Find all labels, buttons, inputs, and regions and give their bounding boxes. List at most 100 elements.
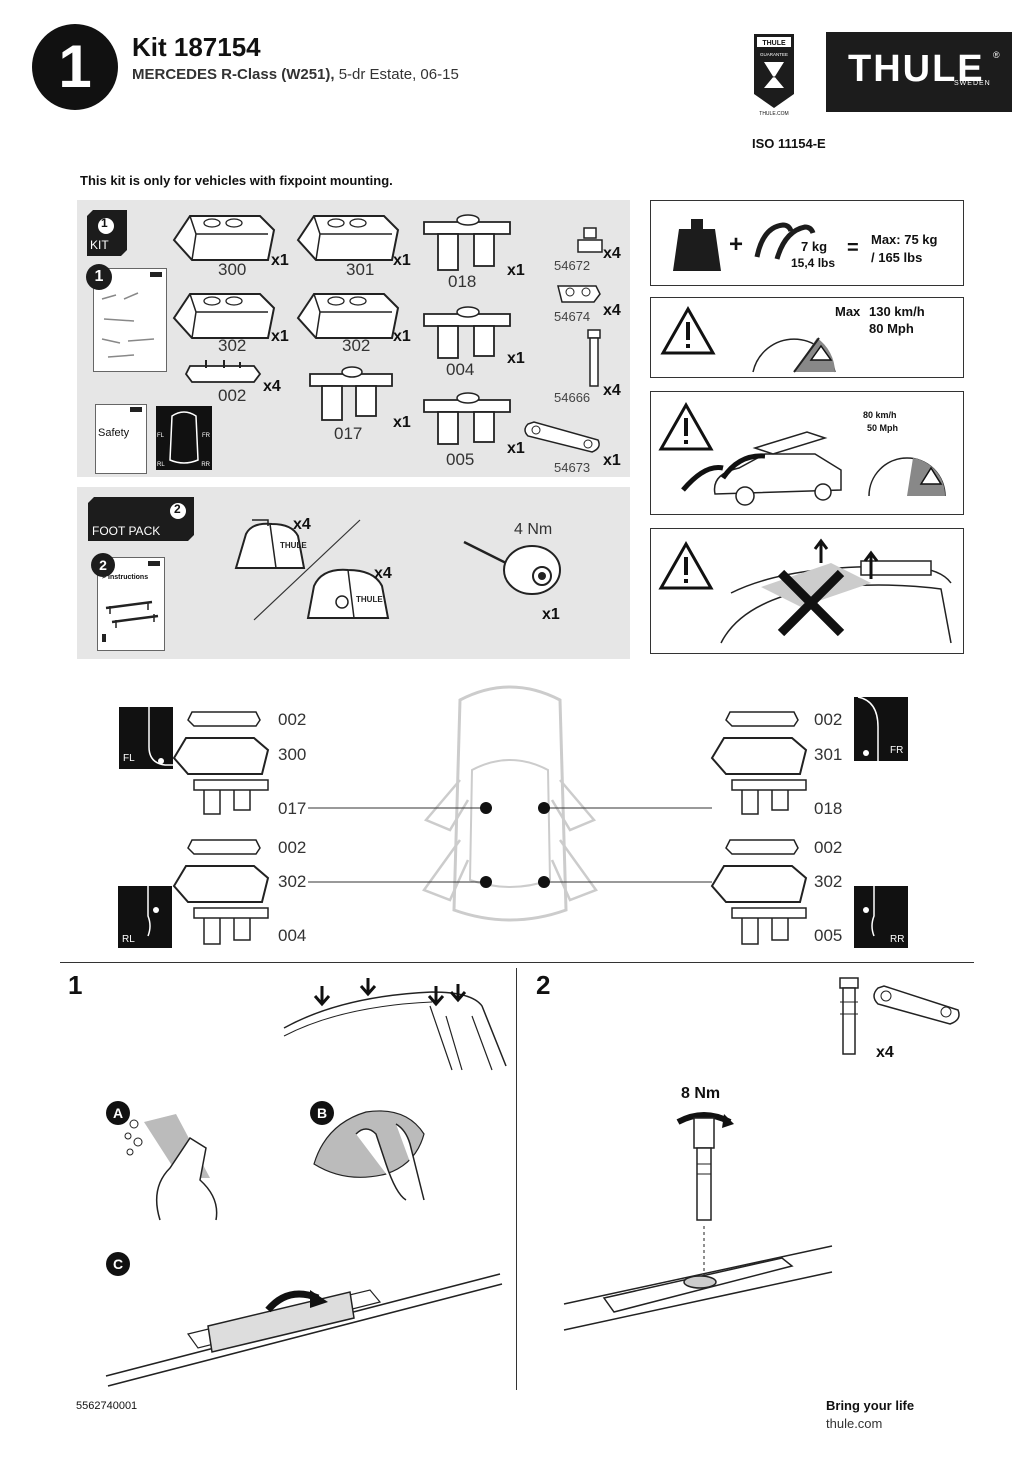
fl-corner-badge: FL — [119, 707, 173, 769]
vehicle-model: MERCEDES R-Class (W251), — [132, 66, 335, 83]
fixpoint-notice: This kit is only for vehicles with fixpo… — [80, 173, 393, 188]
car-roof-cleaning-points — [283, 978, 507, 1071]
part-code: 54666 — [554, 390, 591, 405]
tool-torque: 4 Nm — [514, 521, 553, 538]
load-max-lbs: / 165 lbs — [871, 250, 923, 265]
bracket-005-illustration — [423, 392, 511, 445]
vehicle-description: MERCEDES R-Class (W251), 5-dr Estate, 06… — [132, 66, 459, 83]
foot-qty: x4 — [374, 565, 392, 582]
part-code: 302 — [218, 336, 247, 355]
weight-icon — [673, 219, 721, 271]
fr-part: 002 — [814, 710, 843, 729]
part-code: 005 — [446, 450, 475, 469]
foot-instructions-booklet-icon: > Instructions — [97, 557, 165, 651]
step-b-badge: B — [310, 1101, 334, 1125]
bolt-qty: x4 — [876, 1044, 894, 1061]
foot-instructions-label: > Instructions — [102, 574, 149, 581]
part-code: 018 — [448, 272, 477, 291]
speedometer-icon — [752, 337, 836, 373]
fr-label: FR — [890, 745, 904, 756]
tagline: Bring your life — [826, 1398, 915, 1413]
rl-assembly-illustration — [172, 839, 270, 945]
warning-triangle-icon — [660, 305, 716, 355]
corner-fl: FL — [157, 433, 165, 439]
part-qty: x1 — [271, 328, 289, 345]
kit-badge: 1 KIT — [87, 210, 127, 256]
part-qty: x1 — [603, 452, 621, 469]
fr-assembly-illustration — [710, 711, 808, 815]
mount-point-fr — [538, 802, 550, 814]
fr-part: 018 — [814, 799, 843, 818]
warning-triangle-icon — [658, 540, 714, 590]
warning-triangle-icon — [658, 401, 714, 451]
speedometer-icon — [868, 457, 946, 497]
foot-pack-badge-label: FOOT PACK — [92, 524, 161, 538]
step-number-badge: 1 — [32, 24, 118, 110]
part-code: 54674 — [554, 309, 591, 324]
rr-label: RR — [890, 934, 905, 945]
registered-mark: ® — [993, 50, 1000, 60]
load-max: Max: 75 kg — [871, 232, 938, 247]
speed-kmh: 130 km/h — [869, 304, 925, 319]
leader-lines — [308, 802, 712, 888]
step-2-number: 2 — [536, 970, 551, 1000]
safety-booklet-icon: Safety — [95, 404, 147, 474]
roof-mount-point-illustration — [563, 1226, 833, 1331]
bolt-icon — [839, 977, 859, 1055]
foot-illustration: THULE — [234, 519, 307, 569]
load-weight: 7 kg — [801, 239, 828, 254]
mount-point-rl — [480, 876, 492, 888]
thule-logo-text: THULE — [848, 48, 985, 90]
part-code: 004 — [446, 360, 475, 379]
divider-slash — [253, 519, 361, 621]
step-a-badge: A — [106, 1101, 130, 1125]
car-with-load-icon — [681, 431, 842, 506]
clip-54674-illustration — [557, 285, 601, 303]
speed-mph: 80 Mph — [869, 321, 914, 336]
rr-assembly-illustration — [710, 839, 808, 945]
rl-label: RL — [122, 934, 135, 945]
fl-part: 300 — [278, 745, 307, 764]
rr-corner-badge: RR — [854, 886, 908, 948]
foot-instr-number-badge: 2 — [91, 553, 115, 577]
part-qty: x1 — [507, 262, 525, 279]
part-qty: x4 — [603, 382, 621, 399]
guarantee-top-text: THULE — [762, 40, 786, 47]
tool-qty: x1 — [542, 606, 560, 623]
rl-part: 004 — [278, 926, 307, 945]
side-wind-warning-box: 80 km/h 50 Mph — [650, 391, 964, 515]
no-roof-rail-warning-box — [650, 528, 964, 654]
foot-illustration: THULE — [306, 568, 390, 619]
bracket-004-illustration — [423, 306, 511, 359]
pad-302-illustration — [296, 293, 400, 339]
part-qty: x4 — [603, 245, 621, 262]
spacer-plate-icon — [873, 985, 960, 1025]
plus-icon: + — [729, 231, 744, 258]
bracket-018-illustration — [423, 214, 511, 271]
rr-part: 002 — [814, 838, 843, 857]
part-code: 017 — [334, 424, 363, 443]
fl-label: FL — [123, 753, 135, 764]
foot-pack-badge-number: 2 — [174, 502, 181, 516]
fl-assembly-illustration — [172, 711, 270, 815]
part-code: 302 — [342, 336, 371, 355]
corner-rr: RR — [201, 462, 210, 468]
fr-corner-badge: FR — [854, 696, 908, 761]
foot-pack-badge: 2 FOOT PACK — [88, 497, 194, 541]
roof-rail-prohibited-icon — [720, 538, 952, 644]
fl-part: 002 — [278, 710, 307, 729]
mount-point-rr — [538, 876, 550, 888]
roof-bars-icon — [754, 222, 816, 260]
torque-rotation-bolt-icon — [676, 1112, 734, 1221]
part-code: 002 — [218, 386, 247, 405]
speed-warning-box: Max 130 km/h 80 Mph — [650, 297, 964, 378]
document-number: 5562740001 — [76, 1400, 138, 1412]
side-speed-kmh: 80 km/h — [863, 410, 897, 420]
kit-badge-number: 1 — [101, 216, 108, 230]
part-code: 54673 — [554, 460, 591, 475]
part-qty: x1 — [393, 328, 411, 345]
part-qty: x1 — [393, 252, 411, 269]
torque-tool-icon — [463, 540, 561, 595]
fl-part: 017 — [278, 799, 307, 818]
pad-300-illustration — [172, 215, 276, 261]
